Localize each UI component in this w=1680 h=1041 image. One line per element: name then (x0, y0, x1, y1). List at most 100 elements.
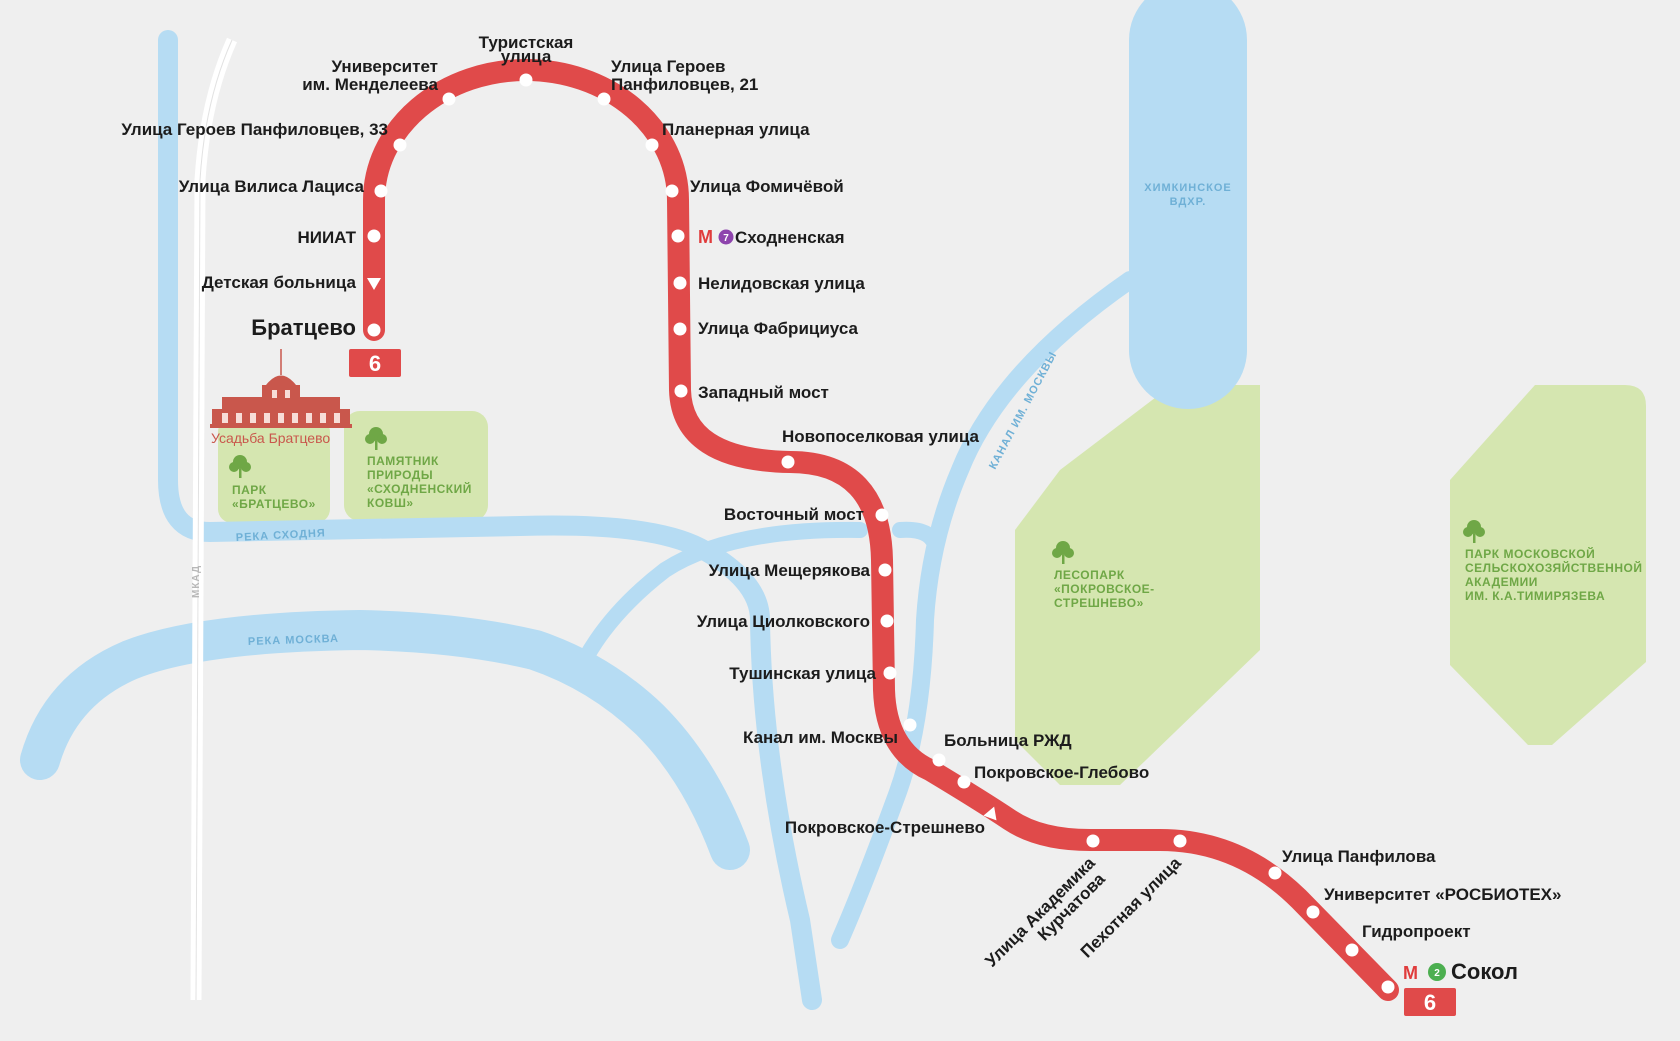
stop-label-tushinskaya[interactable]: Тушинская улица (729, 664, 876, 683)
svg-text:КОВШ»: КОВШ» (367, 496, 414, 510)
stop-marker[interactable] (903, 718, 917, 732)
stop-label-university[interactable]: Университет им. Менделеева (302, 57, 438, 94)
svg-text:«СХОДНЕНСКИЙ: «СХОДНЕНСКИЙ (367, 481, 472, 496)
direction-arrow-icon (983, 806, 997, 821)
stop-label-tsiolkovskogo[interactable]: Улица Циолковского (697, 612, 870, 631)
stop-marker[interactable] (932, 753, 946, 767)
stop-marker[interactable] (878, 563, 892, 577)
park-pokrovskoe-label: ЛЕСОПАРК «ПОКРОВСКОЕ- СТРЕШНЕВО» (1054, 568, 1155, 610)
svg-text:АКАДЕМИИ: АКАДЕМИИ (1465, 575, 1538, 589)
stop-label-sokol[interactable]: Сокол (1451, 959, 1518, 984)
stop-marker[interactable] (374, 184, 388, 198)
stop-label-zapadny-most[interactable]: Западный мост (698, 383, 829, 402)
stop-label-niiat[interactable]: НИИАТ (297, 228, 356, 247)
canal-stub (892, 521, 943, 553)
reservoir-label: ХИМКИНСКОЕ ВДХР. (1144, 182, 1231, 208)
stop-label-novoposelkovaya[interactable]: Новопоселковая улица (782, 427, 980, 446)
stop-labels: Братцево Детская больница НИИАТ Улица Ви… (121, 33, 1561, 984)
stop-label-planernaya[interactable]: Планерная улица (662, 120, 810, 139)
stop-marker[interactable] (393, 138, 407, 152)
stop-marker[interactable] (645, 138, 659, 152)
route-line (363, 59, 1399, 1001)
tree-icon (229, 455, 251, 478)
svg-text:Туристская: Туристская (479, 33, 574, 52)
manor-label: Усадьба Братцево (211, 430, 330, 446)
stop-marker[interactable] (883, 666, 897, 680)
stop-marker[interactable] (673, 322, 687, 336)
stop-label-geroev-33[interactable]: Улица Героев Панфиловцев, 33 (121, 120, 388, 139)
stop-label-kanal[interactable]: Канал им. Москвы (743, 728, 898, 747)
park-bratsevo-area (218, 418, 330, 523)
stop-marker[interactable] (367, 323, 381, 337)
stop-label-panfilova[interactable]: Улица Панфилова (1282, 847, 1436, 866)
svg-text:«ПОКРОВСКОЕ-: «ПОКРОВСКОЕ- (1054, 582, 1155, 596)
stop-markers (367, 73, 1395, 994)
stop-label-bratsevo[interactable]: Братцево (251, 315, 356, 340)
parks-layer (218, 385, 1646, 785)
svg-text:Университет: Университет (332, 57, 439, 76)
metro-icon-sokol: М 2 (1403, 963, 1446, 983)
river-moskva (20, 610, 750, 870)
stop-marker[interactable] (781, 455, 795, 469)
stop-marker[interactable] (367, 229, 381, 243)
park-kovsh-label: ПАМЯТНИК ПРИРОДЫ «СХОДНЕНСКИЙ КОВШ» (367, 454, 472, 510)
stop-label-vilisa-latsisa[interactable]: Улица Вилиса Лациса (179, 177, 365, 196)
svg-text:ИМ. К.А.ТИМИРЯЗЕВА: ИМ. К.А.ТИМИРЯЗЕВА (1465, 589, 1605, 603)
stop-label-detskaya-bolnitsa[interactable]: Детская больница (202, 273, 357, 292)
stop-label-turistskaya[interactable]: Туристская улица (479, 33, 574, 66)
stop-marker[interactable] (442, 92, 456, 106)
park-timiryazev-label: ПАРК МОСКОВСКОЙ СЕЛЬСКОХОЗЯЙСТВЕННОЙ АКА… (1465, 546, 1642, 603)
svg-text:им. Менделеева: им. Менделеева (302, 75, 438, 94)
roads-layer (190, 37, 238, 1001)
route-badge-start[interactable]: 6 (349, 349, 401, 377)
stop-label-gidroproekt[interactable]: Гидропроект (1362, 922, 1471, 941)
stop-label-fabritsiusa[interactable]: Улица Фабрициуса (698, 319, 858, 338)
stop-marker[interactable] (875, 508, 889, 522)
svg-text:ПАМЯТНИК: ПАМЯТНИК (367, 454, 439, 468)
svg-text:ПРИРОДЫ: ПРИРОДЫ (367, 468, 433, 482)
stop-marker[interactable] (880, 614, 894, 628)
svg-text:ВДХР.: ВДХР. (1170, 196, 1207, 208)
stop-marker[interactable] (597, 92, 611, 106)
svg-text:7: 7 (723, 233, 729, 244)
river-skhodnya-label: РЕКА СХОДНЯ (236, 527, 327, 544)
stop-marker[interactable] (674, 384, 688, 398)
road-mkad-label: МКАД (191, 565, 202, 598)
stop-label-meshcheryakova[interactable]: Улица Мещерякова (709, 561, 871, 580)
tree-icon (365, 427, 387, 450)
svg-text:2: 2 (1434, 968, 1440, 979)
stop-marker[interactable] (1306, 905, 1320, 919)
stop-marker[interactable] (519, 73, 533, 87)
direction-arrow-icon (367, 278, 381, 290)
stop-marker[interactable] (665, 184, 679, 198)
stop-label-skhodnenskaya[interactable]: Сходненская (735, 228, 845, 247)
stop-marker[interactable] (1086, 834, 1100, 848)
stop-marker[interactable] (1173, 834, 1187, 848)
stop-marker[interactable] (1381, 980, 1395, 994)
route-number-start: 6 (369, 351, 381, 376)
stop-marker[interactable] (673, 276, 687, 290)
manor-bratsevo-icon (210, 349, 352, 428)
svg-text:ПАРК МОСКОВСКОЙ: ПАРК МОСКОВСКОЙ (1465, 546, 1595, 561)
stop-marker[interactable] (1345, 943, 1359, 957)
svg-text:«БРАТЦЕВО»: «БРАТЦЕВО» (232, 497, 316, 511)
stop-label-pokrovskoe-streshnevo[interactable]: Покровское-Стрешнево (785, 818, 985, 837)
stop-label-pokrovskoe-glebovo[interactable]: Покровское-Глебово (974, 763, 1149, 782)
stop-label-fomichevoy[interactable]: Улица Фомичёвой (690, 177, 844, 196)
stop-label-geroev-21[interactable]: Улица Героев Панфиловцев, 21 (611, 57, 758, 94)
route-number-end: 6 (1424, 990, 1436, 1015)
stop-label-vostochny-most[interactable]: Восточный мост (724, 505, 864, 524)
river-moskva-label: РЕКА МОСКВА (248, 633, 339, 648)
stop-marker[interactable] (1268, 866, 1282, 880)
tree-icon (1052, 541, 1074, 564)
metro-icon-skhodnenskaya: М 7 (698, 227, 734, 247)
svg-text:СЕЛЬСКОХОЗЯЙСТВЕННОЙ: СЕЛЬСКОХОЗЯЙСТВЕННОЙ (1465, 560, 1642, 575)
stop-label-rosbiotekh[interactable]: Университет «РОСБИОТЕХ» (1324, 885, 1561, 904)
stop-marker[interactable] (671, 229, 685, 243)
park-timiryazev-area (1450, 385, 1646, 745)
park-pokrovskoe-area (1015, 385, 1260, 785)
stop-label-nelidovskaya[interactable]: Нелидовская улица (698, 274, 865, 293)
route-badge-end[interactable]: 6 (1404, 988, 1456, 1016)
stop-marker[interactable] (957, 775, 971, 789)
stop-label-bolnitsa-rzhd[interactable]: Больница РЖД (944, 731, 1072, 750)
